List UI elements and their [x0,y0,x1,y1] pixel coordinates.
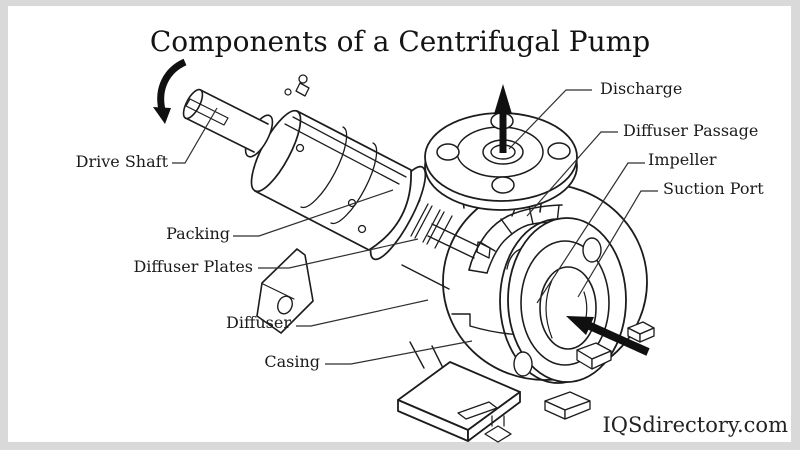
leader-diffuser [296,299,429,327]
diagram-title: Components of a Centrifugal Pump [149,25,651,58]
leader-suction-port [577,190,658,298]
suction-flow-arrow [566,316,650,356]
label-casing: Casing [264,352,320,371]
label-packing: Packing [166,224,230,243]
leader-discharge [508,89,592,150]
rotation-arrow [153,58,187,124]
discharge-flow-arrow [494,84,512,153]
flow-arrows [153,58,650,356]
label-diffuser-plates: Diffuser Plates [133,257,253,276]
support-bracket-drawing [256,248,314,334]
drive-shaft-drawing [182,88,274,158]
label-diffuser: Diffuser [226,313,291,332]
leader-drive-shaft [172,107,218,164]
label-diffuser-passage: Diffuser Passage [623,121,759,140]
suction-flange-drawing [499,217,627,384]
leader-lines [172,89,658,365]
leader-diffuser-plates [258,238,419,269]
leader-casing [325,340,473,365]
leader-diffuser-passage [526,131,618,217]
label-suction-port: Suction Port [663,179,764,198]
leader-impeller [536,162,645,304]
label-discharge: Discharge [600,79,683,98]
diffuser-plates-drawing [468,204,563,274]
bearing-housing-drawing [250,109,412,251]
mounting-foot-left-drawing [397,341,521,442]
discharge-flange-drawing [424,112,578,213]
leader-packing [233,189,394,237]
label-impeller: Impeller [648,150,717,169]
watermark: IQSdirectory.com [602,413,788,437]
grease-fitting-drawing [284,74,310,97]
label-drive-shaft: Drive Shaft [75,152,168,171]
mounting-foot-right-drawing [484,321,655,443]
